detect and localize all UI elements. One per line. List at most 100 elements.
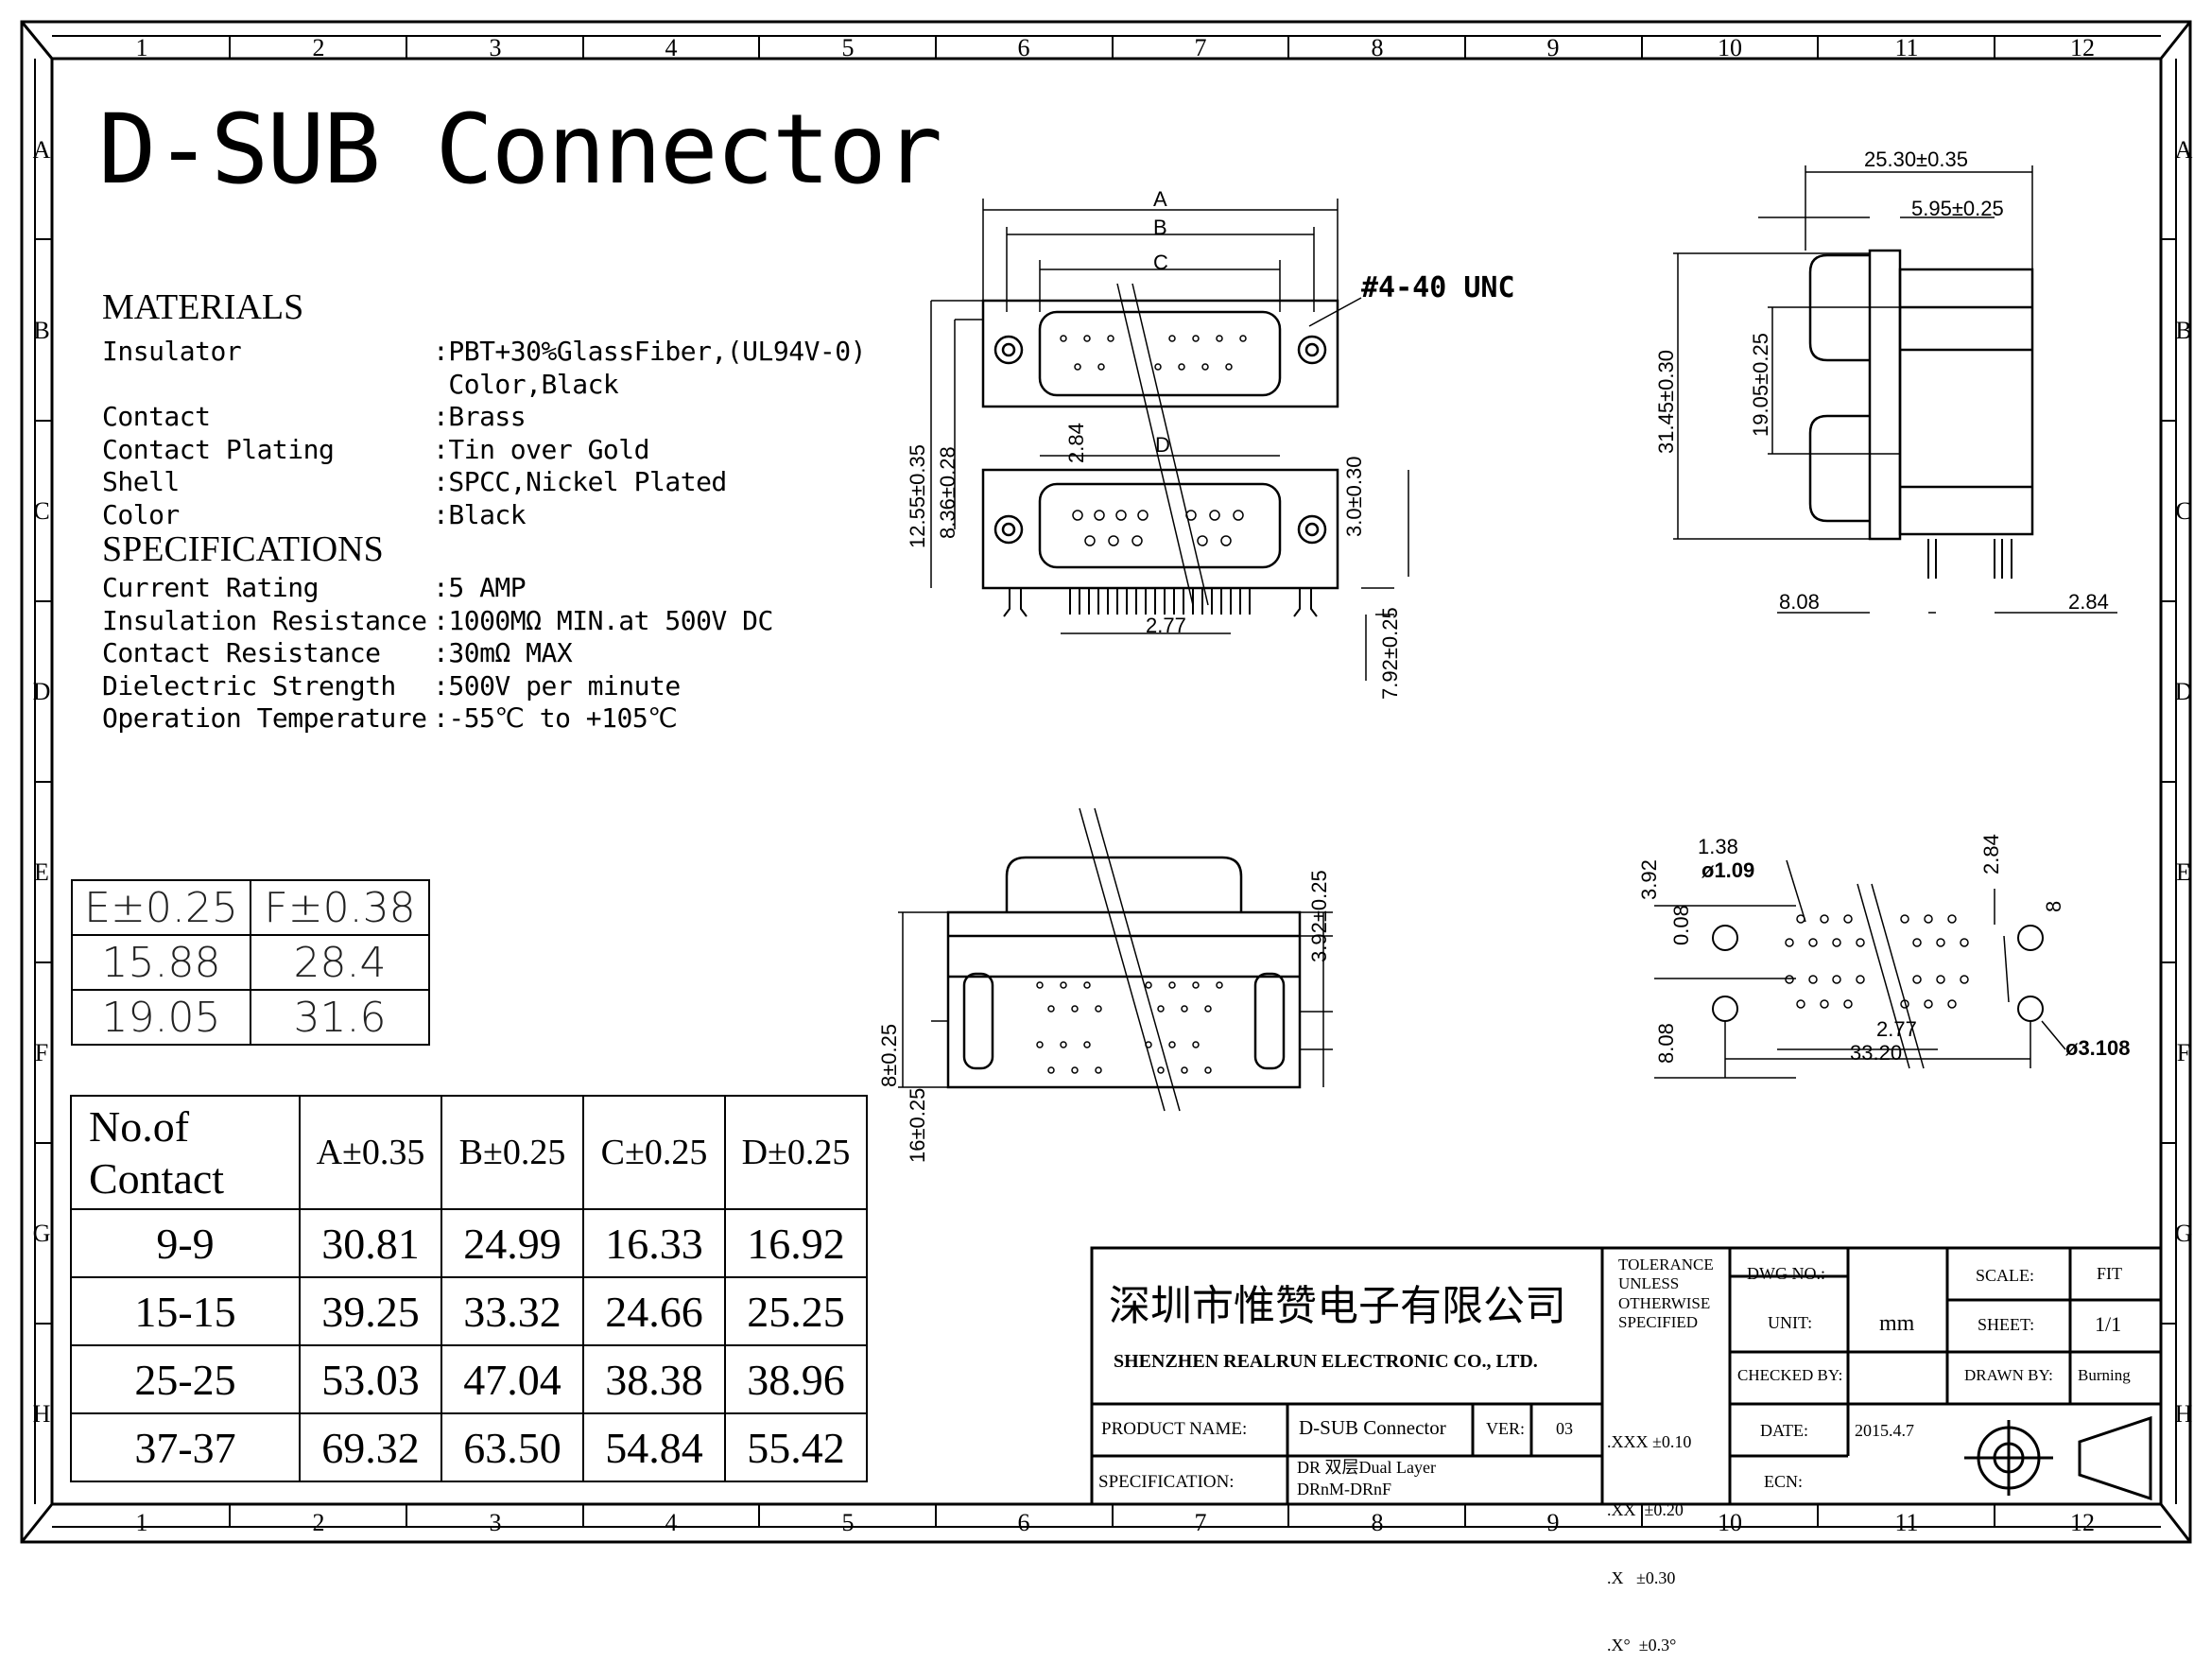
spec-value: :SPCC,Nickel Plated xyxy=(433,466,727,497)
dim-25-30: 25.30±0.35 xyxy=(1864,147,1968,171)
table-row: 37-37 69.32 63.50 54.84 55.42 xyxy=(70,1412,868,1482)
spec-label: Insulation Resistance xyxy=(102,604,427,636)
pcb-layout xyxy=(1654,859,2066,1079)
dim-2-77-a: 2.77 xyxy=(1146,614,1186,637)
side-view xyxy=(1673,165,2117,614)
ecn-label: ECN: xyxy=(1764,1472,1804,1491)
specifications-heading: SPECIFICATIONS xyxy=(102,529,384,569)
dim-33-20: 33.20 xyxy=(1850,1041,1903,1065)
date-value: 2015.4.7 xyxy=(1855,1421,1914,1440)
dim-label-b: B xyxy=(1153,216,1167,239)
zone-column-label: 6 xyxy=(1017,1509,1030,1536)
spec-value: :-55℃ to +105℃ xyxy=(433,702,678,734)
dim-3-92-b: 3.92 xyxy=(1637,859,1661,900)
date-label: DATE: xyxy=(1760,1421,1808,1440)
spec-value: :30mΩ MAX xyxy=(433,637,573,668)
dim-2-84-a: 2.84 xyxy=(1064,423,1088,463)
company-name-en: SHENZHEN REALRUN ELECTRONIC CO., LTD. xyxy=(1114,1351,1538,1372)
unit-value: mm xyxy=(1879,1311,1915,1336)
ef-cell: 19.05 xyxy=(71,989,251,1046)
dims-header-d: D±0.25 xyxy=(724,1095,868,1210)
dims-cell: 25-25 xyxy=(70,1344,301,1414)
dims-cell: 24.99 xyxy=(440,1208,584,1278)
zone-row-label: D xyxy=(2174,678,2193,705)
dim-5-95: 5.95±0.25 xyxy=(1911,197,2004,220)
scale-label: SCALE: xyxy=(1976,1266,2035,1285)
dims-cell: 9-9 xyxy=(70,1208,301,1278)
specification-line-1: DR 双层Dual Layer xyxy=(1297,1458,1436,1477)
zone-column-label: 1 xyxy=(135,1509,148,1536)
zone-column-label: 5 xyxy=(841,34,855,61)
specification-label: SPECIFICATION: xyxy=(1098,1472,1235,1492)
zone-column-label: 10 xyxy=(1718,34,1742,61)
dim-8-08-b: 8.08 xyxy=(1654,1023,1678,1064)
dim-8-36: 8.36±0.28 xyxy=(936,446,959,539)
drawn-by-value: Burning xyxy=(2078,1366,2131,1384)
scale-value: FIT xyxy=(2097,1264,2122,1283)
dims-cell: 30.81 xyxy=(299,1208,442,1278)
dims-cell: 69.32 xyxy=(299,1412,442,1482)
spec-label: Color xyxy=(102,498,180,530)
product-name-value: D-SUB Connector xyxy=(1299,1416,1446,1439)
zone-column-label: 11 xyxy=(1894,1509,1919,1536)
spec-label: Dielectric Strength xyxy=(102,669,396,701)
dim-16: 16±0.25 xyxy=(906,1087,929,1163)
spec-value: :500V per minute xyxy=(433,669,681,701)
dims-header-contacts: No.of Contact xyxy=(70,1095,301,1210)
dims-cell: 37-37 xyxy=(70,1412,301,1482)
spec-value: :5 AMP xyxy=(433,572,527,603)
ef-dimension-table: E±0.25 F±0.38 15.88 28.4 19.05 31.6 xyxy=(71,879,430,1046)
zone-column-label: 6 xyxy=(1017,34,1030,61)
drawing-sheet xyxy=(20,20,2192,1544)
dims-cell: 47.04 xyxy=(440,1344,584,1414)
dim-label-d: D xyxy=(1155,433,1170,457)
dims-cell: 16.92 xyxy=(724,1208,868,1278)
dim-3-0: 3.0±0.30 xyxy=(1342,456,1366,537)
dim-12-55: 12.55±0.35 xyxy=(906,444,929,548)
zone-row-label: F xyxy=(34,1039,49,1066)
zone-column-label: 4 xyxy=(665,1509,678,1536)
zone-column-label: 1 xyxy=(135,34,148,61)
zone-column-label: 2 xyxy=(312,1509,325,1536)
spec-label: Contact Resistance xyxy=(102,637,381,668)
dim-2-84-b: 2.84 xyxy=(2068,590,2109,614)
tolerance-values: .XXX ±0.10 .XX ±0.20 .X ±0.30 .X° ±0.3° xyxy=(1607,1431,1692,1655)
zone-row-label: B xyxy=(33,317,50,344)
table-row: 15-15 39.25 33.32 24.66 25.25 xyxy=(70,1276,868,1346)
dims-cell: 25.25 xyxy=(724,1276,868,1346)
dim-8-b: 8 xyxy=(2042,900,2065,912)
spec-value: :PBT+30%GlassFiber,(UL94V-0) xyxy=(433,336,867,367)
contact-dimension-table: No.of Contact A±0.35 B±0.25 C±0.25 D±0.2… xyxy=(70,1095,868,1482)
ef-cell: 28.4 xyxy=(250,934,430,991)
spec-label: Shell xyxy=(102,466,180,497)
zone-row-label: C xyxy=(33,497,50,525)
zone-column-label: 10 xyxy=(1718,1509,1742,1536)
zone-column-label: 12 xyxy=(2070,1509,2095,1536)
dims-cell: 16.33 xyxy=(582,1208,726,1278)
dim-label-c: C xyxy=(1153,251,1168,274)
dim-label-a: A xyxy=(1153,187,1167,211)
sheet-value: 1/1 xyxy=(2095,1312,2122,1336)
zone-row-label: H xyxy=(2174,1400,2193,1428)
bottom-view xyxy=(898,807,1333,1112)
dim-3-92-a: 3.92±0.25 xyxy=(1307,870,1331,962)
dims-cell: 38.38 xyxy=(582,1344,726,1414)
tolerance-note: TOLERANCE UNLESS OTHERWISE SPECIFIED xyxy=(1618,1256,1714,1332)
company-name-cn: 深圳市惟赞电子有限公司 xyxy=(1109,1283,1566,1329)
dim-2-84-c: 2.84 xyxy=(1979,834,2003,875)
thread-label: #4-40 UNC xyxy=(1361,271,1515,304)
version-label: VER: xyxy=(1486,1419,1526,1438)
dim-3-108: ø3.108 xyxy=(2065,1036,2131,1060)
spec-value: :Black xyxy=(433,498,527,530)
page-title: D-SUB Connector xyxy=(98,94,942,206)
table-row: 9-9 30.81 24.99 16.33 16.92 xyxy=(70,1208,868,1278)
dim-1-09: ø1.09 xyxy=(1701,858,1755,882)
zone-column-label: 11 xyxy=(1894,34,1919,61)
dim-8-08-a: 8.08 xyxy=(1779,590,1820,614)
dwg-no-label: DWG NO.: xyxy=(1747,1264,1825,1283)
dims-cell: 15-15 xyxy=(70,1276,301,1346)
zone-column-label: 9 xyxy=(1546,34,1560,61)
version-value: 03 xyxy=(1556,1419,1573,1438)
drawn-by-label: DRAWN BY: xyxy=(1964,1366,2053,1384)
dims-header-b: B±0.25 xyxy=(440,1095,584,1210)
